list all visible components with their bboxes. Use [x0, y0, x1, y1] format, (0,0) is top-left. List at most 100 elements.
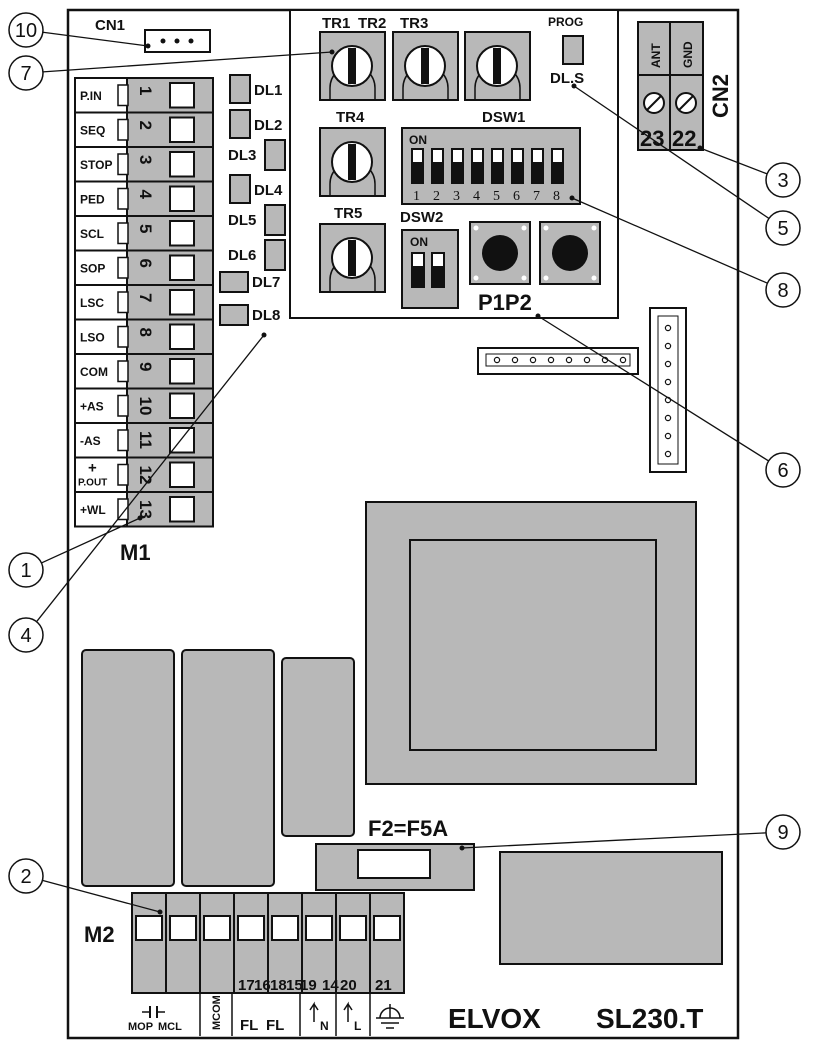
m2-mcl-label: MCL: [158, 1021, 182, 1033]
transformer-core: [409, 539, 657, 751]
trimmer[interactable]: [319, 127, 386, 197]
m2-screw-slot: [169, 915, 197, 941]
callout-leader: [36, 334, 265, 623]
dsw1-number: 8: [553, 189, 560, 204]
m1-terminal-label: STOP: [80, 158, 112, 172]
callout-leader: [537, 315, 769, 462]
m1-terminal-label: SEQ: [80, 124, 105, 138]
m2-screw-slot: [237, 915, 265, 941]
m2-17-label: 17: [238, 977, 255, 994]
m1-screw-slot: [169, 323, 195, 350]
callout-circle: [8, 12, 44, 48]
m1-terminal-label: SCL: [80, 227, 104, 241]
m2-21-label: 21: [375, 977, 392, 994]
m2-screw-slot: [271, 915, 299, 941]
m1-terminal-number: 6: [136, 259, 155, 268]
m2-screw-slot: [305, 915, 333, 941]
m1-label-cell: [74, 249, 128, 286]
m2-terminal: [165, 892, 201, 994]
m2-20-label: 20: [340, 977, 357, 994]
m1-terminal-label: +: [88, 460, 97, 477]
cn2-22-label: 22: [672, 126, 696, 151]
callout-leader: [42, 879, 161, 913]
callout-number: 3: [777, 170, 788, 192]
led-dl5: [264, 204, 286, 236]
callout-number: 6: [777, 460, 788, 482]
led-dl2: [229, 109, 251, 139]
m1-terminal-label: LSO: [80, 331, 105, 345]
m1-terminal-label: COM: [80, 365, 108, 379]
led-dl4: [229, 174, 251, 204]
m2-screw-slot: [373, 915, 401, 941]
model-label: SL230.T: [596, 1003, 703, 1034]
callout-leader: [42, 31, 149, 47]
cn2-label: CN2: [708, 74, 733, 118]
dsw1-number: 4: [473, 189, 480, 204]
callout-circle: [8, 617, 44, 653]
m2-14-label: 14: [322, 977, 339, 994]
m1-terminal-label: SOP: [80, 262, 105, 276]
led-dl3: [264, 139, 286, 171]
callout-leader: [42, 51, 333, 73]
m1-terminal-number: 10: [136, 397, 155, 416]
m2-terminal: [369, 892, 405, 994]
m1-screw-slot: [169, 289, 195, 316]
component-block: [499, 851, 723, 965]
callout-number: 10: [15, 20, 37, 42]
m1-screw-slot: [169, 151, 195, 178]
cn1-label: CN1: [95, 17, 125, 34]
m1-terminal-number: 12: [136, 466, 155, 485]
callout-leader: [41, 517, 141, 564]
callout-number: 5: [777, 218, 788, 240]
callout-number: 2: [20, 866, 31, 888]
m1-terminal-number: 11: [136, 431, 155, 449]
m1-terminal-label: P.IN: [80, 89, 102, 103]
m1-screw-slot: [169, 358, 195, 385]
callout-leader: [573, 85, 770, 219]
m1-screw-slot: [169, 220, 195, 247]
callout-circle: [8, 552, 44, 588]
dls-label: DL.S: [550, 70, 584, 87]
callout-circle: [765, 452, 801, 488]
m2-terminal: [199, 892, 235, 994]
m1-terminal-number: 13: [136, 500, 155, 519]
callout-number: 4: [20, 625, 31, 647]
dl7-label: DL7: [252, 274, 280, 291]
dl1-label: DL1: [254, 82, 282, 99]
m1-terminal-label: +AS: [80, 400, 104, 414]
dl4-label: DL4: [254, 182, 283, 199]
m2-terminal: [131, 892, 167, 994]
m1-screw-slot: [169, 185, 195, 212]
led-dl7: [219, 271, 249, 293]
dl5-label: DL5: [228, 212, 256, 229]
m2-screw-slot: [339, 915, 367, 941]
dsw2-on-label: ON: [410, 235, 428, 249]
trimmer-group: [319, 31, 531, 293]
m1-terminal-number: 1: [136, 86, 155, 95]
relay-3: [281, 657, 355, 837]
m1-terminal-number: 2: [136, 121, 155, 130]
m1-terminal-label: LSC: [80, 296, 104, 310]
m1-label: M1: [120, 540, 151, 565]
tr3-label: TR3: [400, 15, 428, 32]
dsw1-number: 6: [513, 189, 520, 204]
dsw1-number: 5: [493, 189, 500, 204]
led-group: [219, 74, 286, 326]
dsw1-number: 2: [433, 189, 440, 204]
callout-number: 7: [20, 63, 31, 85]
trimmer[interactable]: [319, 31, 386, 101]
m2-16-label: 16: [254, 977, 271, 994]
brand-label: ELVOX: [448, 1003, 541, 1034]
m2-l-label: L: [354, 1019, 361, 1033]
callout-leader: [699, 147, 768, 175]
dl3-label: DL3: [228, 147, 256, 164]
m1-screw-slot: [169, 254, 195, 281]
m1-terminal-label: PED: [80, 193, 105, 207]
callout-circle: [765, 162, 801, 198]
dsw1-number: 3: [453, 189, 460, 204]
callout-leader: [571, 197, 768, 284]
